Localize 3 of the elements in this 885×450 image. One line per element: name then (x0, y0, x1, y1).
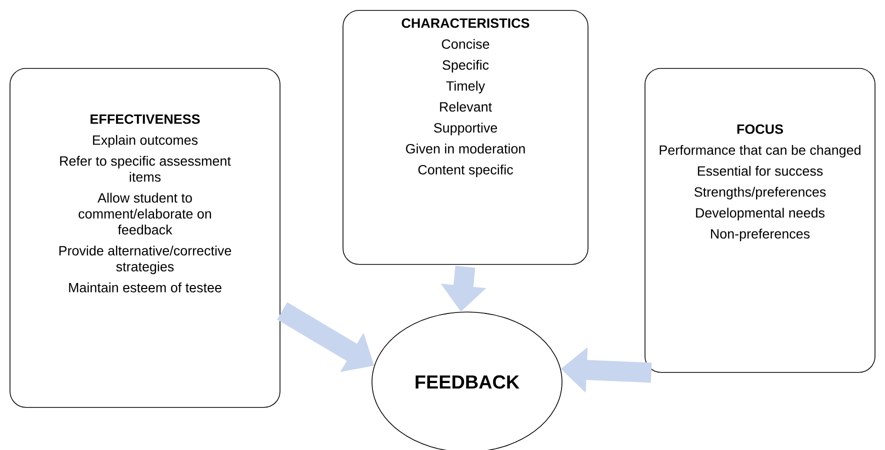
rounded-box: EFFECTIVENESS Explain outcomes Refer to specific assessment items Allow student to comment/elaborate on feedback Provide alternative/corrective strategies Maintain esteem of testee (10, 68, 280, 408)
rounded-box: CHARACTERISTICS Concise Specific Timely Relevant Supportive Given in moderation Content specific (342, 10, 588, 265)
rounded-box: FOCUS Performance that can be changed Essential for success Strengths/preferences Developmental needs Non-preferences (644, 68, 876, 373)
